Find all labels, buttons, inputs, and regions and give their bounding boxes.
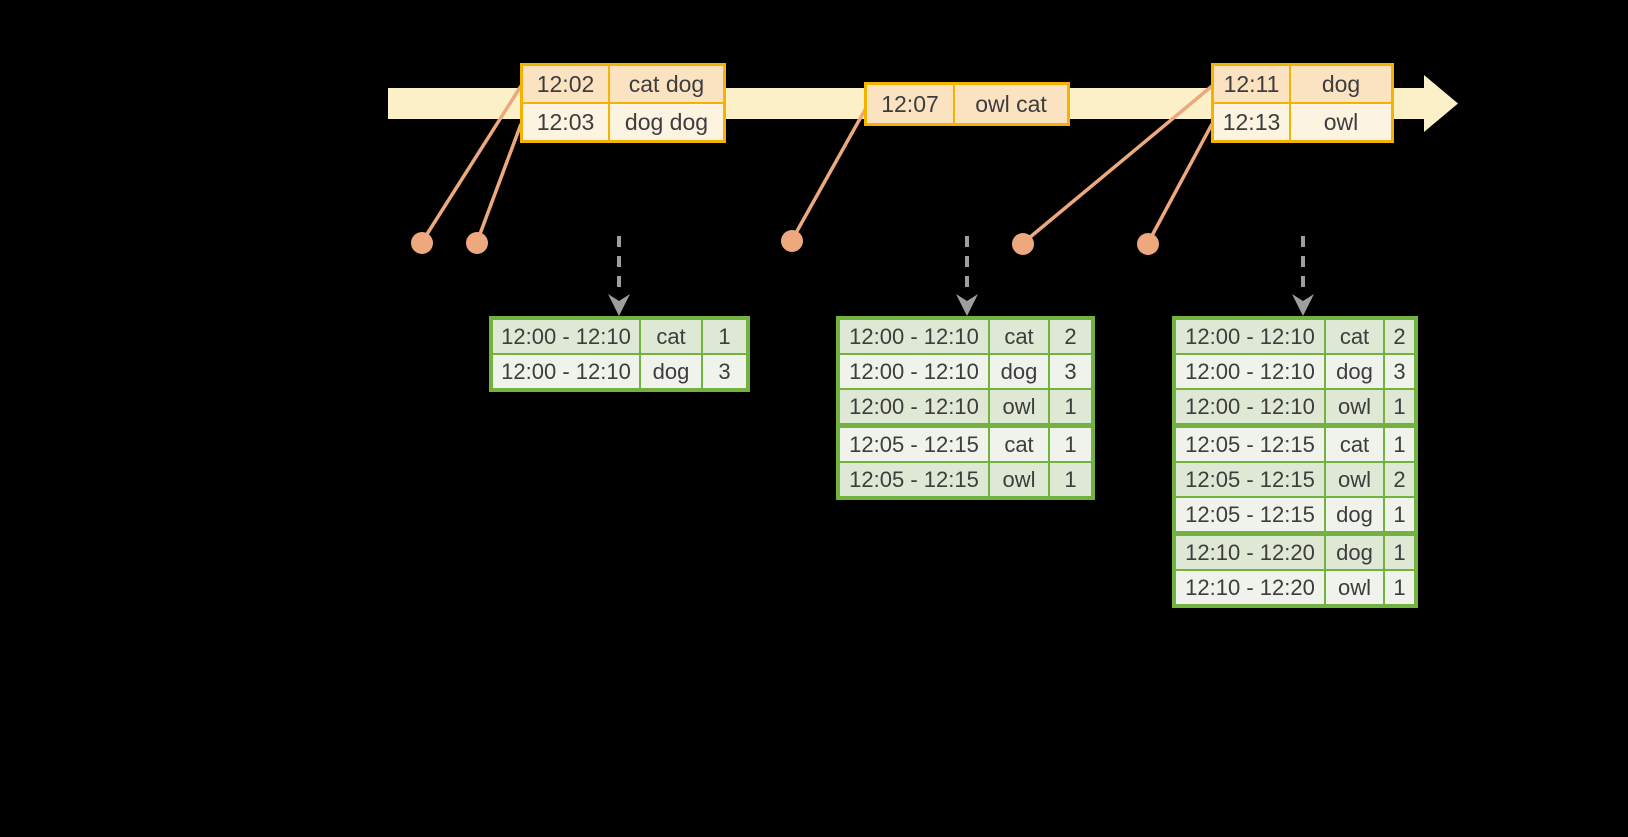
count-cell: 1 (1385, 536, 1414, 569)
window-cell: 12:00 - 12:10 (840, 355, 988, 388)
word-cell: cat (990, 320, 1048, 353)
word-cell: owl (990, 463, 1048, 496)
event-words-cell: dog (1291, 66, 1391, 102)
count-cell: 2 (1050, 320, 1091, 353)
event-time-cell: 12:11 (1214, 66, 1289, 102)
word-cell: dog (1326, 355, 1383, 388)
count-cell: 1 (1050, 463, 1091, 496)
count-cell: 2 (1385, 463, 1414, 496)
window-cell: 12:05 - 12:15 (1176, 463, 1324, 496)
word-cell: owl (1326, 463, 1383, 496)
window-cell: 12:10 - 12:20 (1176, 536, 1324, 569)
window-cell: 12:00 - 12:10 (493, 355, 639, 388)
trigger-arrow-head-icon (956, 294, 978, 316)
trigger-arrow-head-icon (1292, 294, 1314, 316)
count-cell: 1 (1385, 428, 1414, 461)
event-connector-line (1021, 84, 1214, 245)
word-cell: cat (1326, 320, 1383, 353)
event-connector-line (1146, 123, 1214, 244)
event-marker-dot (1137, 233, 1159, 255)
window-cell: 12:05 - 12:15 (1176, 428, 1324, 461)
event-time-cell: 12:13 (1214, 104, 1289, 140)
window-cell: 12:00 - 12:10 (840, 320, 988, 353)
event-connector-line (420, 85, 523, 243)
window-cell: 12:00 - 12:10 (840, 390, 988, 423)
event-marker-dot (1012, 233, 1034, 255)
count-cell: 1 (1385, 498, 1414, 531)
window-cell: 12:00 - 12:10 (1176, 320, 1324, 353)
event-words-cell: dog dog (610, 104, 723, 140)
event-connector-line (475, 123, 523, 243)
window-cell: 12:05 - 12:15 (840, 463, 988, 496)
event-marker-dot (411, 232, 433, 254)
event-words-cell: owl (1291, 104, 1391, 140)
count-cell: 3 (703, 355, 746, 388)
word-cell: dog (641, 355, 701, 388)
event-time-cell: 12:03 (523, 104, 608, 140)
word-cell: cat (641, 320, 701, 353)
word-cell: dog (1326, 536, 1383, 569)
count-cell: 1 (1050, 428, 1091, 461)
count-cell: 2 (1385, 320, 1414, 353)
word-cell: cat (1326, 428, 1383, 461)
count-cell: 1 (1050, 390, 1091, 423)
window-cell: 12:10 - 12:20 (1176, 571, 1324, 604)
word-cell: dog (990, 355, 1048, 388)
count-cell: 3 (1385, 355, 1414, 388)
window-cell: 12:00 - 12:10 (493, 320, 639, 353)
event-connector-line (790, 107, 868, 241)
event-time-cell: 12:02 (523, 66, 608, 102)
word-cell: cat (990, 428, 1048, 461)
count-cell: 1 (1385, 390, 1414, 423)
event-time-cell: 12:07 (867, 85, 953, 123)
window-cell: 12:00 - 12:10 (1176, 390, 1324, 423)
window-cell: 12:05 - 12:15 (840, 428, 988, 461)
count-cell: 1 (703, 320, 746, 353)
count-cell: 3 (1050, 355, 1091, 388)
word-cell: owl (1326, 390, 1383, 423)
trigger-arrow-head-icon (608, 294, 630, 316)
event-marker-dot (781, 230, 803, 252)
word-cell: owl (1326, 571, 1383, 604)
word-cell: dog (1326, 498, 1383, 531)
count-cell: 1 (1385, 571, 1414, 604)
event-marker-dot (466, 232, 488, 254)
event-words-cell: cat dog (610, 66, 723, 102)
event-words-cell: owl cat (955, 85, 1067, 123)
word-cell: owl (990, 390, 1048, 423)
window-cell: 12:05 - 12:15 (1176, 498, 1324, 531)
window-cell: 12:00 - 12:10 (1176, 355, 1324, 388)
